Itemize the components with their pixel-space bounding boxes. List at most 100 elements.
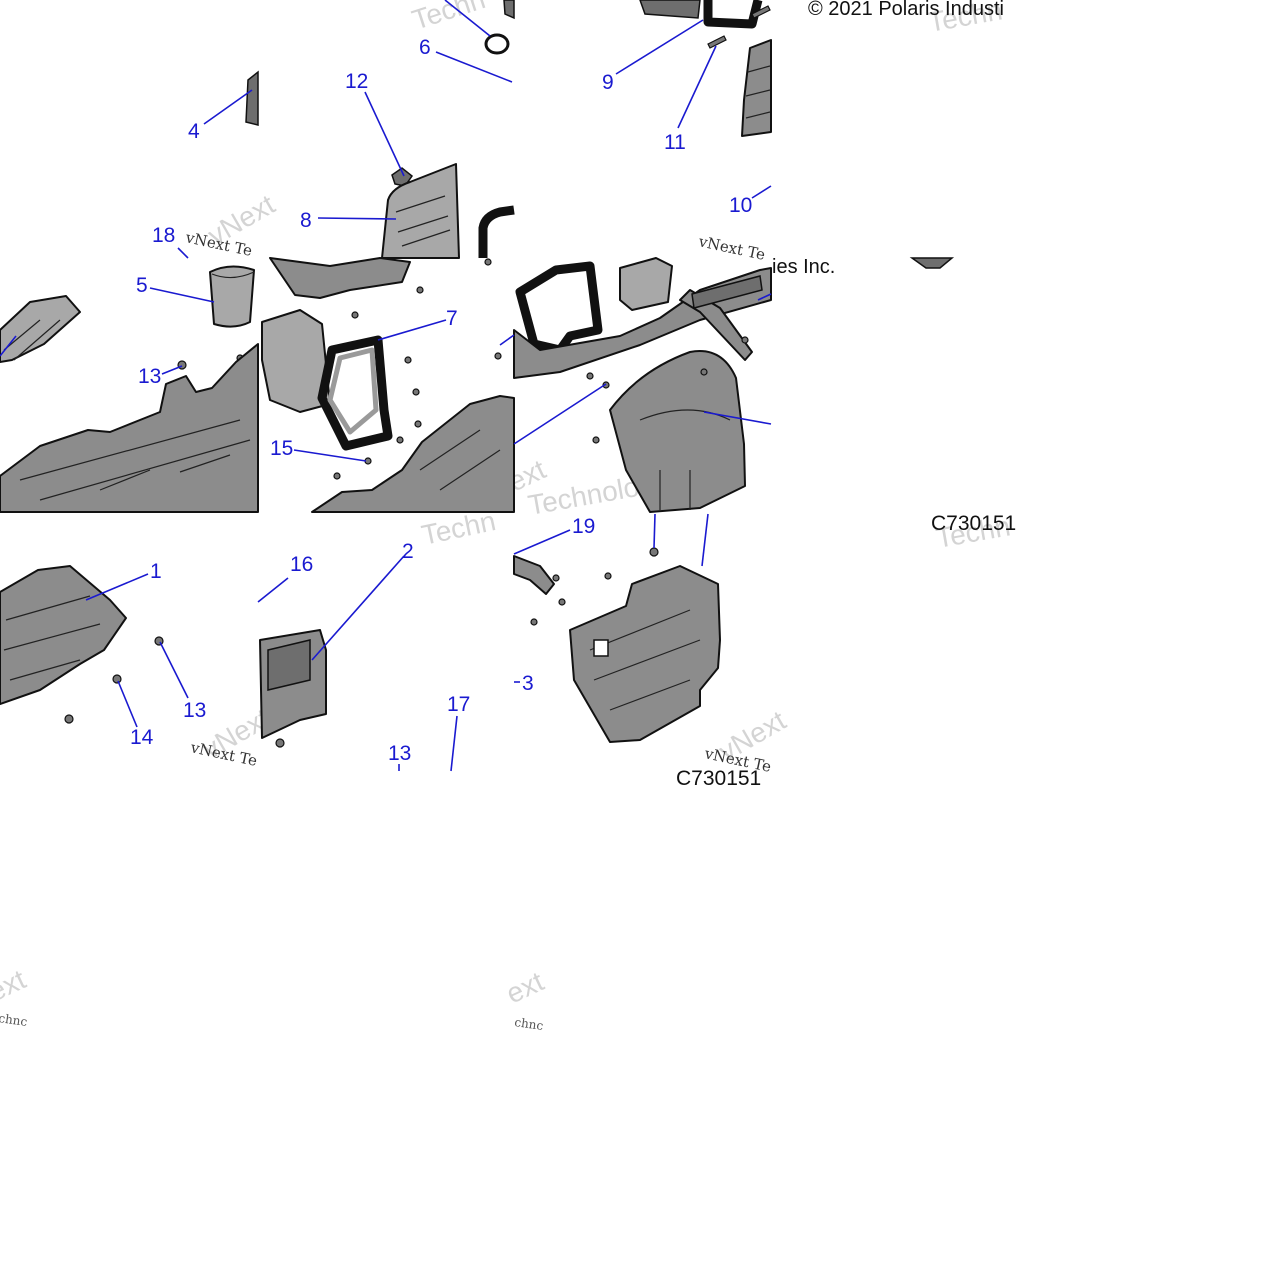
leader-line [435,51,513,83]
callout-13: 13 [388,742,411,765]
leader-line [703,411,772,425]
fastener [530,618,538,626]
leader-line [203,89,253,125]
part-1-dash-lower [0,565,127,705]
watermark-text: ext [0,963,31,1007]
callout-labels: 1 2 3 4 5 6 7 8 9 10 11 12 13 13 13 14 1… [130,36,752,765]
drawing-code: C730151 [931,512,1016,535]
part-6-clip [503,0,515,20]
watermark-text: chnc [514,1015,545,1033]
watermark-text: ext [501,965,548,1009]
callout-13: 13 [138,365,161,388]
leader-line [0,335,17,357]
fastener [484,258,492,266]
fastener [741,336,749,344]
part-dash-left [0,295,81,363]
leader-line [311,555,405,661]
fastener [649,547,659,557]
fastener [333,472,341,480]
callout-19: 19 [572,515,595,538]
fastener [412,388,420,396]
leader-line [653,513,656,549]
callout-4: 4 [188,120,200,143]
fastener [604,572,612,580]
part-8-detail [395,195,451,247]
callout-5: 5 [136,274,148,297]
part-11-screw [707,35,727,49]
leader-line [450,715,458,772]
leader-line [615,19,704,75]
leader-line [85,573,149,601]
callout-16: 16 [290,553,313,576]
part-10-housing [741,39,772,137]
callout-7: 7 [446,307,458,330]
leader-line [751,185,772,199]
part-6-grommet [484,33,510,55]
callout-12: 12 [345,70,368,93]
part-door-frame [515,261,603,355]
leader-line [159,641,189,699]
title-block: © 2021 Polaris Industi ies Inc. C730151 … [676,0,1016,790]
watermark-text: chnc [0,1011,28,1029]
callout-14: 14 [130,726,154,749]
watermark-layer: Techn Techn vNext vNext Te vNext Te ext … [0,0,1013,1033]
part-fragment [909,257,955,269]
fastener [558,598,566,606]
fastener [396,436,404,444]
drawing-code-fragment: C730151 [676,767,761,790]
part-8-seal [478,205,515,258]
leader-line [293,449,367,462]
callout-6: 6 [419,36,431,59]
callout-17: 17 [447,693,470,716]
callout-18: 18 [152,224,175,247]
copyright-text: © 2021 Polaris Industi [808,0,1004,20]
fastener [602,381,610,389]
part-13-fastener [154,636,164,646]
part-dash-main-detail [19,419,251,501]
part-9-window-frame [703,0,763,29]
callout-3: 3 [522,672,534,695]
callout-1: 1 [150,560,162,583]
leader-line [701,513,709,567]
leader-lines [0,0,772,772]
part-fender-detail [639,409,731,510]
callout-8: 8 [300,209,312,232]
fastener [414,420,422,428]
part-3-cutout [593,639,609,657]
part-console-detail [419,429,501,491]
part-dash-left-detail [3,319,61,361]
part-2-vent [267,639,311,691]
leader-line [513,529,571,555]
part-8-door-panel [381,163,460,259]
callout-10: 10 [729,194,752,217]
callout-15: 15 [270,437,293,460]
part-fender-cover [609,350,746,513]
callout-9: 9 [602,71,614,94]
parts-bottom-row [0,547,721,748]
part-dash-main [0,343,259,513]
leader-line [499,334,515,346]
leader-line [444,0,491,37]
leader-line [364,91,405,177]
leader-line [677,45,717,129]
fastener [351,311,359,319]
part-4-bracket [245,70,259,126]
leader-line [117,680,138,728]
part-5-cup-holder [209,265,255,328]
parts-top-row [245,0,772,259]
fastener [494,352,502,360]
leader-line [257,577,289,603]
part-9-panel [639,0,701,19]
leader-line [377,319,447,341]
copyright-fragment: ies Inc. [772,256,835,278]
leader-line [161,365,183,375]
part-dash-center [269,257,411,299]
part-7-vent-frame-inner [327,347,379,435]
fastener [404,356,412,364]
fastener [416,286,424,294]
part-10-detail [745,65,771,119]
part-vent-grille [691,275,763,309]
part-1-detail [3,595,101,681]
fastener [64,714,74,724]
